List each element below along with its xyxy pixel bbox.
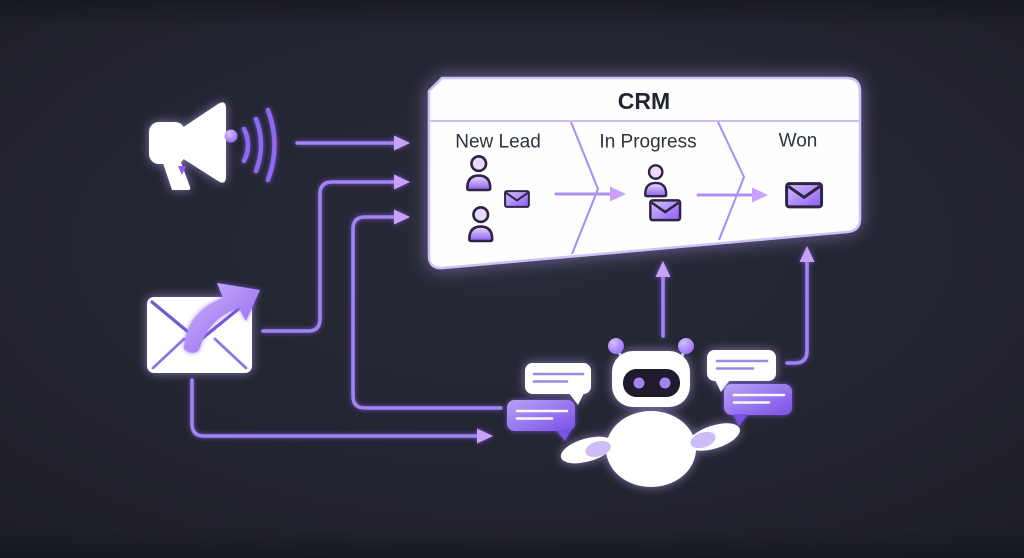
megaphone-trigger [178,166,186,175]
arrowhead-icon [655,261,671,277]
chatbot-icon [560,338,740,487]
stage-arrow-progress-to-won [696,187,768,203]
arrowhead-icon [477,428,493,444]
stage-divider-chevron-1 [570,121,599,255]
envelope-icon [504,190,530,208]
bubble-text-lines [515,409,569,420]
robot-eye-right [659,377,671,389]
arrow-megaphone-to-crm [295,135,410,151]
crm-panel-surface [427,76,862,270]
stage-divider-chevron-2 [717,121,745,241]
robot-eye-left [633,377,645,389]
robot-body [606,411,696,487]
arrow-email-to-crm [261,174,410,333]
chat-bubble-left-purple [507,400,575,441]
stage-arrow-new-to-progress [554,186,626,202]
bubble-text-lines [715,359,769,370]
email-send-icon [147,283,260,373]
arrow-email-to-chatbot [190,378,493,444]
crm-panel-title: CRM [618,88,670,114]
robot-wing-left-inner [585,440,611,458]
arrow-chatbot-to-crm-won [785,246,815,365]
megaphone-icon [149,102,277,190]
stage-label-won: Won [779,131,818,152]
stage-won-icons [785,182,824,209]
chat-bubble-right-white [707,350,776,392]
stage-label-new-lead: New Lead [455,132,541,153]
robot-wing-right-inner [690,431,716,449]
envelope-icon [785,182,824,209]
robot-antenna-left [608,338,624,357]
robot-antenna-right [678,338,694,357]
arrowhead-icon [394,174,410,190]
envelope-icon [649,199,682,222]
stage-label-in-progress: In Progress [599,132,696,153]
bubble-text-lines [532,372,585,383]
robot-visor [623,369,680,397]
chat-bubble-right-purple [724,384,792,426]
sound-waves-icon [241,107,277,183]
bubble-text-lines [732,393,786,404]
arrowhead-icon [394,135,410,151]
arrowhead-icon [394,209,410,225]
chat-bubble-left-white [525,363,591,405]
arrowhead-icon [799,246,815,262]
arrowhead-icon [610,186,626,202]
crm-panel: CRM New Lead In Progress Won [427,76,862,270]
arrow-chatbot-to-crm [351,209,503,410]
arrowhead-icon [752,187,768,203]
arrow-chatbot-to-crm-in-progress [655,261,671,338]
send-arrow-icon [184,283,260,353]
megaphone-knob [224,129,238,143]
flow-arrows [190,135,815,444]
